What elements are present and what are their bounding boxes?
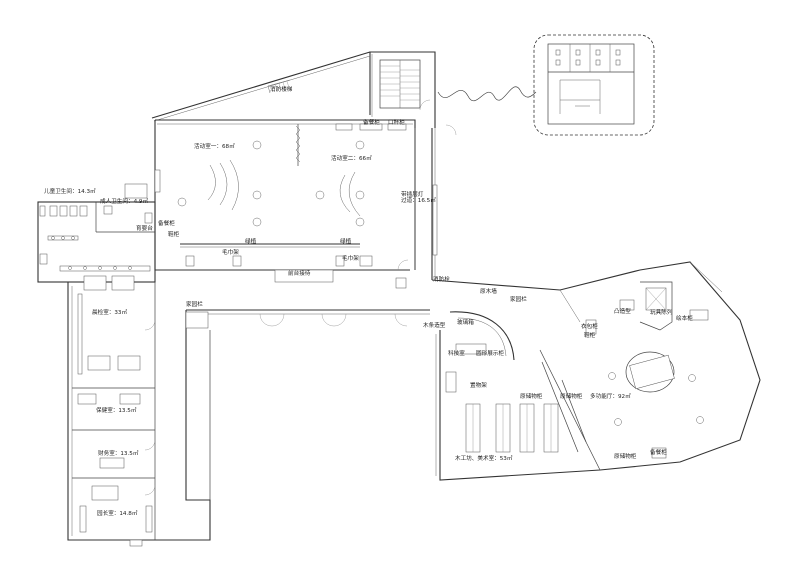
label-book-shelf: 绘本柜 (676, 316, 693, 322)
label-cabinet-a: 备餐柜 (158, 221, 175, 227)
label-corridor: 带插层灯 过道：16.5㎡ (401, 192, 436, 204)
label-adult-toilet: 成人卫生间：4.9㎡ (100, 199, 149, 205)
label-tree-sculpture: 木条造型 (423, 323, 446, 329)
label-spare-box: 备餐柜 (650, 450, 667, 456)
label-principal: 园长室：14.8㎡ (97, 511, 138, 517)
label-health-room: 保健室：13.5㎡ (96, 408, 137, 414)
label-glass-box: 玻璃箱 (457, 320, 474, 326)
label-carpentry: 木工坊、美术室：53㎡ (455, 456, 513, 462)
label-shoe-cab-c: 鞋柜 (584, 333, 596, 339)
label-activity-2: 活动室二：66㎡ (331, 156, 372, 162)
label-towel-rack-2: 毛巾架 (342, 256, 359, 262)
right-block (431, 261, 761, 481)
label-door-rack: 凸造型 (614, 309, 631, 315)
label-reception: 前台接待 (288, 271, 311, 277)
main-corridor (185, 309, 430, 500)
stair-tower (369, 51, 436, 128)
label-original-storage-2: 原储物柜 (560, 394, 583, 400)
left-wing (67, 275, 211, 547)
label-storage-box: 原储物柜 (614, 454, 637, 460)
label-original-storage-1: 原储物柜 (520, 394, 543, 400)
label-towel-rack-1: 毛巾架 (222, 250, 239, 256)
label-science-room: 科技室 (448, 351, 465, 357)
label-fire-stairs: 消防楼梯 (270, 87, 293, 93)
label-green-2: 绿植 (340, 239, 352, 245)
label-shoe-cab-d: 衣包柜 (581, 324, 598, 330)
label-morning-check: 晨检室：33㎡ (92, 310, 128, 316)
label-toy-shelf: 玩具陈列 (650, 310, 673, 316)
label-kids-toilet: 儿童卫生间：14.3㎡ (44, 189, 96, 195)
label-family-area-2: 家园栏 (510, 297, 527, 303)
fire-stair-symbol (267, 79, 291, 94)
label-green-1: 绿植 (245, 239, 257, 245)
label-fire-hydrant: 消防栓 (433, 277, 450, 283)
label-multi-hall: 多功能厅：92㎡ (590, 394, 631, 400)
label-finance-room: 财务室：13.5㎡ (98, 451, 139, 457)
label-cup-cabinet: 口杯柜 (388, 120, 405, 126)
label-cabinet-b: 鞋柜 (168, 232, 180, 238)
inset-leader (437, 86, 537, 102)
inset-detail (533, 34, 655, 136)
toilet-block (37, 169, 161, 283)
label-nursery-table: 育婴台 (136, 226, 153, 232)
label-activity-1: 活动室一：68㎡ (194, 144, 235, 150)
label-wood-wall: 原木墙 (480, 289, 497, 295)
label-storage-rack: 置物架 (470, 383, 487, 389)
label-spare-cabinet: 备餐柜 (363, 120, 380, 126)
label-display-cabinet: 圆形展示柜 (476, 351, 504, 357)
label-family-area: 家园栏 (186, 302, 203, 308)
roof-wall (151, 51, 371, 119)
